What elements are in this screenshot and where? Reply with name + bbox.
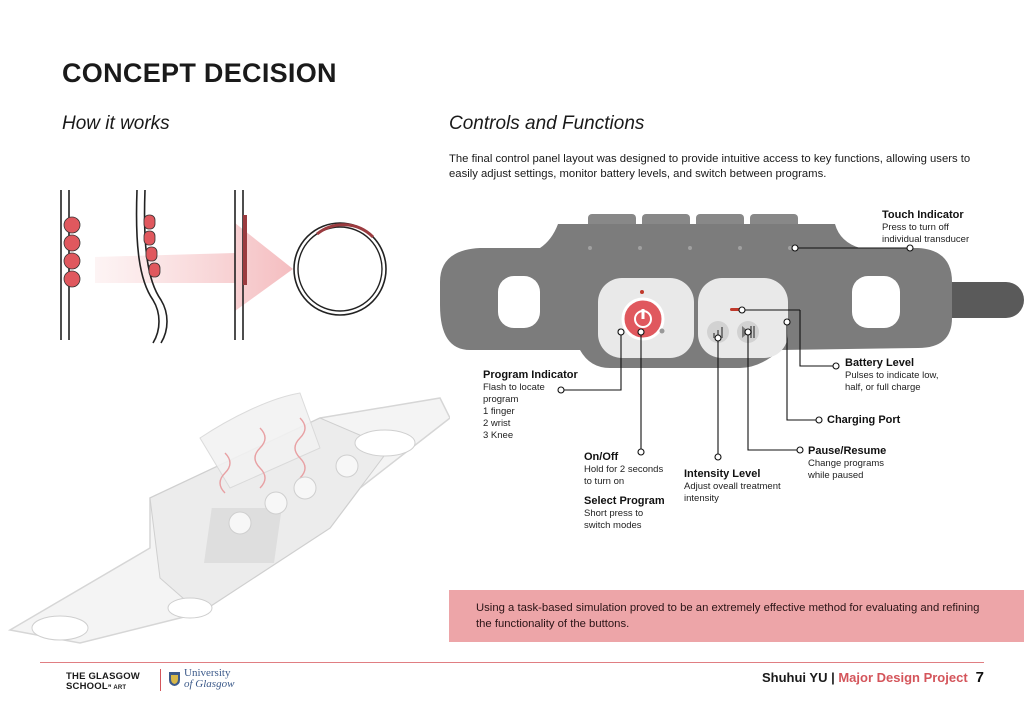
author-name: Shuhui YU [761,670,828,685]
note-text: Using a task-based simulation proved to … [476,602,980,630]
logo-separator [160,669,161,691]
product-render [7,392,450,644]
how-it-works-diagram [60,189,387,344]
device-panel [440,214,1024,368]
intro-paragraph: The final control panel layout was desig… [449,153,971,180]
uog-crest-icon [169,672,180,686]
footer-divider [40,662,984,663]
gsa-logo: THE GLASGOW SCHOOLꟸ ART [66,671,140,692]
how-it-works-heading: How it works [62,113,170,134]
page-title: CONCEPT DECISION [62,58,337,88]
ring-cross-section [293,222,387,316]
charging-port-label: Charging Port [827,414,901,426]
stage-3-skin [234,190,247,340]
uog-logo: University of Glasgow [184,667,235,690]
page-number: 7 [975,669,984,686]
note-box [449,590,1024,642]
project-name: Major Design Project [838,670,968,685]
stage-2-skin [135,189,168,344]
controls-heading: Controls and Functions [449,113,645,134]
stage-1-skin [60,190,81,340]
device-body [440,224,952,368]
